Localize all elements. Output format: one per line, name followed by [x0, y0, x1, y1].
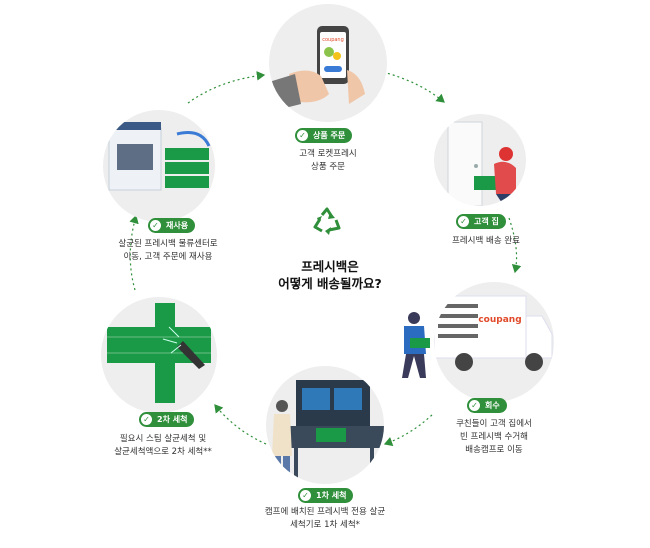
collect-illustration: coupang [434, 282, 554, 402]
home-illustration [434, 114, 526, 206]
badge-collect: ✓회수 [467, 398, 507, 413]
truck-logo: coupang [478, 315, 521, 325]
badge-home: ✓고객 집 [456, 214, 506, 229]
arrow-reuse-to-order [187, 71, 266, 104]
badge-reuse: ✓재사용 [148, 218, 196, 233]
desc-home: 프레시백 배송 완료 [452, 236, 520, 246]
check-icon: ✓ [150, 220, 161, 231]
arrow-home-to-collect [508, 217, 522, 274]
check-icon: ✓ [458, 216, 469, 227]
arrow-order-to-home [382, 71, 445, 103]
badge-order: ✓상품 주문 [295, 128, 353, 143]
wash1-illustration [266, 366, 384, 484]
arrow-wash2-to-reuse [129, 214, 139, 291]
recycle-icon [313, 207, 341, 235]
badge-wash1: ✓1차 세척 [298, 488, 354, 503]
arrow-wash1-to-wash2 [214, 404, 267, 445]
check-icon: ✓ [297, 130, 308, 141]
phone-logo: coupang [322, 37, 344, 43]
courier-figure [402, 312, 430, 378]
check-icon: ✓ [300, 490, 311, 501]
badge-wash2: ✓2차 세척 [139, 412, 195, 427]
order-illustration: coupang [269, 4, 387, 122]
wash2-illustration [101, 297, 217, 413]
arrow-collect-to-wash1 [383, 414, 433, 447]
check-icon: ✓ [469, 400, 480, 411]
check-icon: ✓ [141, 414, 152, 425]
reuse-illustration [103, 110, 215, 222]
